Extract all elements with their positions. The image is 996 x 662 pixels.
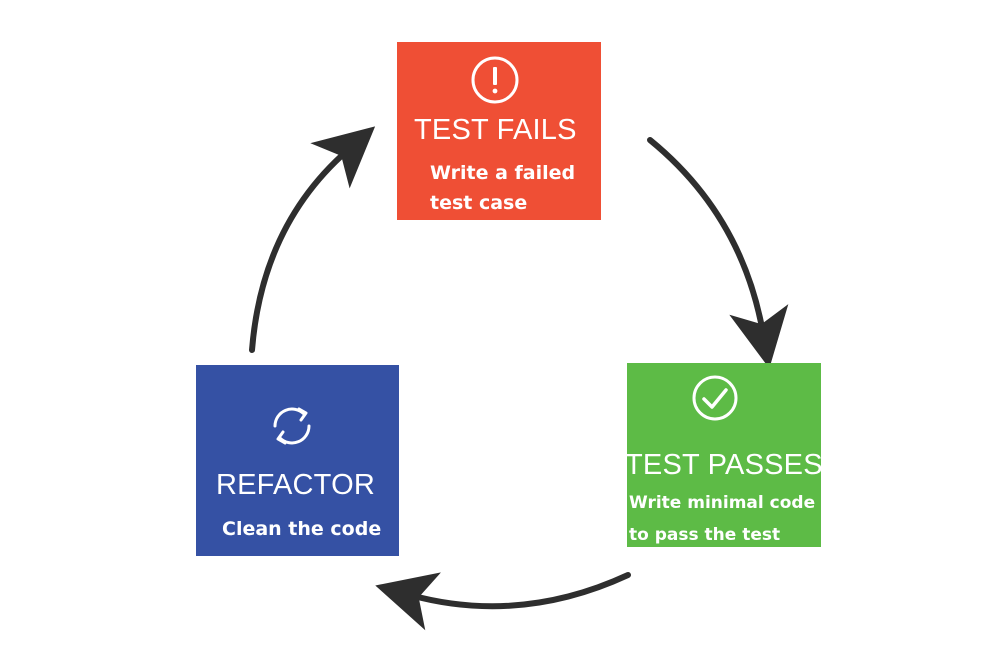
check-circle-icon <box>692 375 738 421</box>
test-fails-title: TEST FAILS <box>414 114 577 146</box>
refactor-description: Clean the code <box>222 514 381 544</box>
arrow-passes-to-refactor <box>375 572 631 631</box>
exclamation-circle-icon <box>471 56 519 104</box>
test-passes-desc-line1: Write minimal code <box>629 493 816 513</box>
test-passes-title: TEST PASSES <box>625 449 823 481</box>
test-passes-description: Write minimal code to pass the test <box>629 487 815 551</box>
test-fails-description: Write a failed test case <box>430 158 575 218</box>
arrow-refactor-to-fails <box>249 126 376 353</box>
test-passes-box: TEST PASSES Write minimal code to pass t… <box>625 363 823 547</box>
refactor-box: REFACTOR Clean the code <box>196 365 399 556</box>
refactor-desc-line1: Clean the code <box>222 518 382 540</box>
test-fails-box: TEST FAILS Write a failed test case <box>397 42 601 220</box>
test-fails-desc-line2: test case <box>430 192 528 214</box>
test-passes-desc-line2: to pass the test <box>629 525 781 545</box>
refactor-title: REFACTOR <box>216 469 375 501</box>
arrow-fails-to-passes <box>647 137 789 369</box>
test-fails-desc-line1: Write a failed <box>430 162 576 184</box>
refresh-cycle-icon <box>273 407 311 445</box>
